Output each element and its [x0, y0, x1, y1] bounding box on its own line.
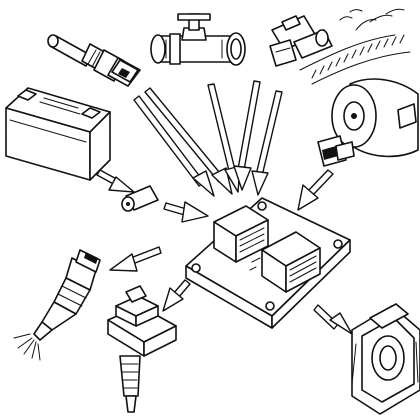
fuel-injector-icon — [14, 250, 100, 360]
arrow-to-ignition-coil — [163, 280, 190, 311]
crankshaft-sensor-icon — [270, 9, 410, 84]
spray-lines — [14, 334, 40, 360]
arrow-to-idle-valve — [314, 305, 352, 334]
engine-control-unit-icon — [186, 198, 350, 328]
camshaft-sensor-icon — [318, 79, 418, 166]
arrow-from-temperature-sensor — [134, 96, 214, 196]
arrow-from-crank-sensor-right — [252, 91, 282, 195]
arrow-from-battery — [97, 170, 134, 192]
battery-icon — [6, 88, 110, 180]
throttle-body-icon — [151, 14, 245, 65]
arrow-from-relay — [164, 202, 208, 222]
temperature-sensor-icon — [48, 35, 140, 86]
idle-air-valve-icon — [352, 304, 420, 414]
arrow-to-fuel-injector — [110, 247, 161, 271]
arrow-from-camshaft-sensor — [298, 170, 333, 210]
